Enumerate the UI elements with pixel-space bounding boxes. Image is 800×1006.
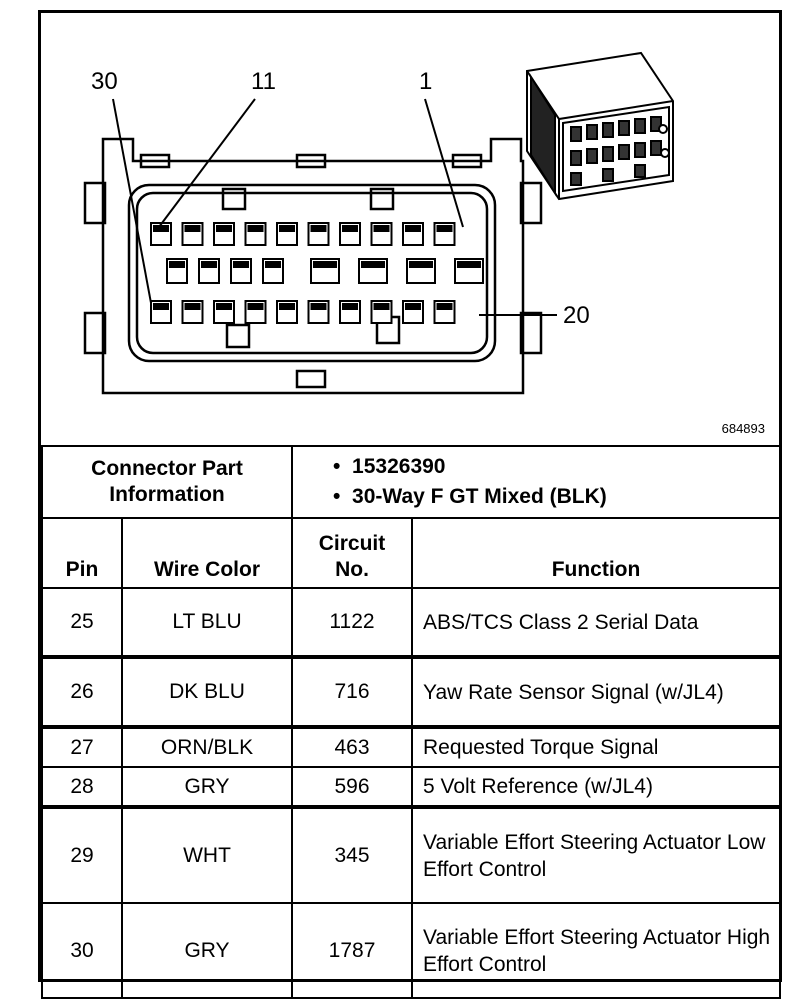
document-frame: 30 11 1 20 684893	[38, 10, 782, 999]
connector-info: • 15326390 • 30-Way F GT Mixed (BLK)	[291, 445, 782, 519]
pin-terminal	[361, 261, 385, 268]
connector-isometric-view	[526, 51, 674, 201]
connector-info-label: Connector Part Information	[40, 445, 294, 519]
part-number-bullet: • 15326390	[333, 455, 446, 478]
table-cell-circuit: 345	[291, 805, 414, 904]
header-circuit: Circuit No.	[291, 517, 414, 589]
pin-terminal	[184, 303, 201, 310]
table-cell-wire-color: ORN/BLK	[120, 725, 294, 768]
pin-terminal	[153, 303, 169, 310]
table-cell-pin: 25	[41, 587, 123, 658]
pin-terminal	[436, 225, 453, 232]
pin-terminal	[342, 225, 358, 232]
callout-20: 20	[563, 302, 590, 329]
pin-terminal	[373, 225, 390, 232]
pin-terminal	[405, 225, 421, 232]
pin-terminal	[233, 261, 249, 268]
table-cell-pin: 26	[41, 655, 123, 728]
pin-terminal	[184, 225, 201, 232]
connector-diagram: 30 11 1 20	[83, 51, 674, 395]
right-latch-bottom	[519, 311, 543, 355]
right-latch-top	[519, 181, 543, 225]
pin-terminal	[405, 303, 421, 310]
pin-terminal	[201, 261, 217, 268]
connector-housing	[101, 137, 525, 395]
pin-terminal	[279, 225, 295, 232]
table-cell-circuit: 463	[291, 725, 414, 768]
table-cell-pin: 30	[41, 902, 123, 999]
description-bullet: • 30-Way F GT Mixed (BLK)	[333, 485, 607, 508]
table-cell-wire-color: DK BLU	[120, 655, 294, 728]
callout-30: 30	[91, 68, 118, 95]
table-cell-function: Variable Effort Steering Actuator Low Ef…	[411, 805, 782, 904]
pin-terminal	[342, 303, 358, 310]
pin-terminal	[457, 261, 481, 268]
table-cell-function: Yaw Rate Sensor Signal (w/JL4)	[411, 655, 782, 728]
table-cell-function: 5 Volt Reference (w/JL4)	[411, 766, 782, 808]
connector-shroud	[127, 183, 497, 363]
figure-id: 684893	[721, 421, 765, 436]
header-wire-color: Wire Color	[120, 517, 294, 589]
table-cell-circuit: 1787	[291, 902, 414, 999]
pin-terminal	[216, 303, 232, 310]
callout-11: 11	[251, 68, 276, 95]
pin-terminal	[153, 225, 169, 232]
pin-terminal	[373, 303, 390, 310]
left-latch-bottom	[83, 311, 107, 355]
pin-terminal	[247, 303, 264, 310]
table-cell-circuit: 1122	[291, 587, 414, 658]
part-number: 15326390	[352, 455, 446, 478]
pin-terminal	[265, 261, 281, 268]
table-cell-wire-color: GRY	[120, 902, 294, 999]
header-function: Function	[411, 517, 782, 589]
pin-terminal	[310, 303, 327, 310]
table-cell-pin: 29	[41, 805, 123, 904]
table-cell-function: Variable Effort Steering Actuator High E…	[411, 902, 782, 999]
pin-terminal	[169, 261, 185, 268]
pin-terminal	[436, 303, 453, 310]
header-pin: Pin	[41, 517, 123, 589]
table-cell-function: Requested Torque Signal	[411, 725, 782, 768]
table-cell-wire-color: WHT	[120, 805, 294, 904]
callout-1: 1	[419, 68, 432, 95]
table-cell-wire-color: GRY	[120, 766, 294, 808]
table-cell-circuit: 596	[291, 766, 414, 808]
table-cell-function: ABS/TCS Class 2 Serial Data	[411, 587, 782, 658]
table-cell-wire-color: LT BLU	[120, 587, 294, 658]
table-cell-pin: 28	[41, 766, 123, 808]
connector-pin-table: Connector Part Information • 15326390 • …	[40, 445, 782, 999]
left-latch-top	[83, 181, 107, 225]
pin-terminal	[310, 225, 327, 232]
table-cell-pin: 27	[41, 725, 123, 768]
pin-terminal	[279, 303, 295, 310]
table-cell-circuit: 716	[291, 655, 414, 728]
pin-terminal	[409, 261, 433, 268]
pin-terminal	[313, 261, 337, 268]
pin-terminal	[247, 225, 264, 232]
pin-terminal	[216, 225, 232, 232]
connector-description: 30-Way F GT Mixed (BLK)	[352, 485, 607, 508]
